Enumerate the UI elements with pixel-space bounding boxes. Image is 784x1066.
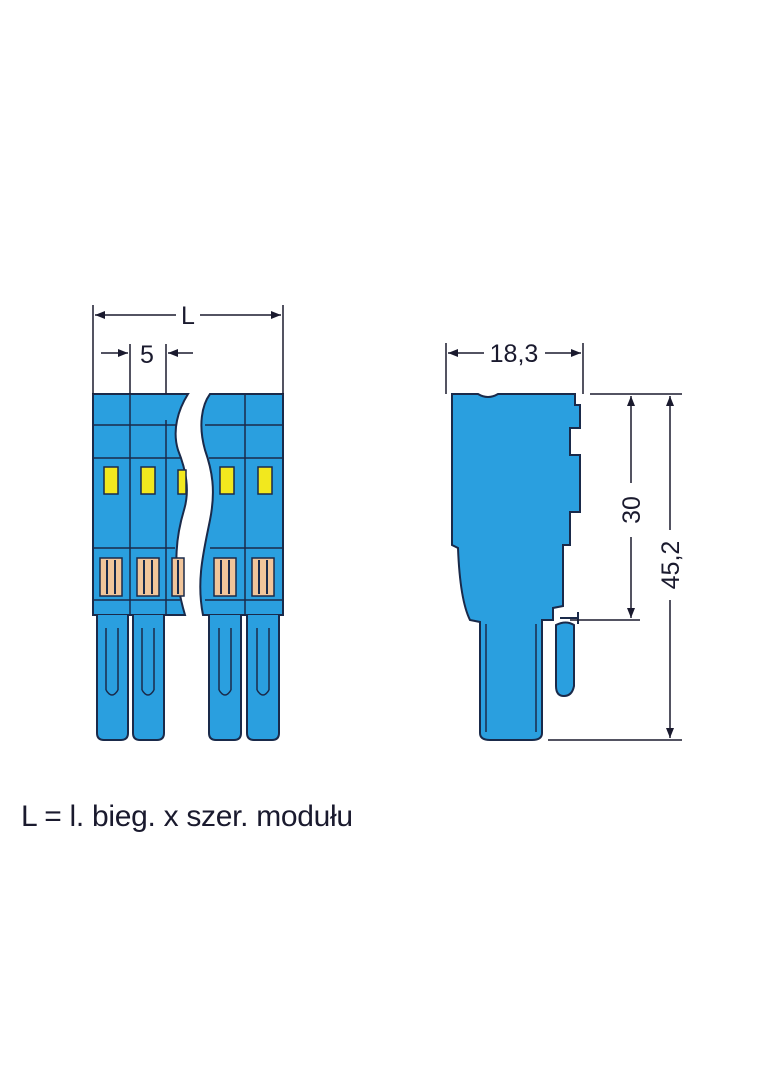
- dimension-pitch-label: 5: [140, 341, 154, 369]
- release-slot: [219, 466, 235, 495]
- release-slot: [140, 466, 156, 495]
- pin: [132, 615, 165, 741]
- dimension-pitch: 5: [101, 341, 193, 394]
- contact-window: [99, 557, 123, 597]
- front-view: L 5: [92, 302, 284, 741]
- pin: [208, 615, 242, 741]
- contact-window: [171, 557, 185, 597]
- dimension-L: L: [92, 302, 284, 394]
- pin: [246, 615, 280, 741]
- contact-window: [213, 557, 237, 597]
- contact-window: [251, 557, 275, 597]
- dimension-L-label: L: [181, 302, 195, 330]
- side-view: 18,3 30 45,2: [445, 340, 685, 741]
- contact-window: [136, 557, 160, 597]
- dimension-depth: 18,3: [445, 340, 584, 394]
- formula-caption: L = l. bieg. x szer. modułu: [21, 800, 353, 833]
- pin: [96, 615, 129, 741]
- dimension-depth-label: 18,3: [490, 340, 539, 368]
- release-slot: [103, 466, 119, 495]
- dimension-body-height-label: 30: [618, 496, 646, 524]
- dimension-total-height: 45,2: [548, 393, 685, 741]
- dimension-body-height: 30: [570, 393, 646, 621]
- dimension-total-height-label: 45,2: [657, 541, 685, 590]
- side-view-latch: [555, 621, 575, 698]
- front-view-right-modules: [199, 393, 284, 741]
- release-slot: [257, 466, 273, 495]
- release-slot: [177, 469, 187, 495]
- side-view-housing: [451, 393, 581, 741]
- front-view-left-modules: [92, 393, 190, 741]
